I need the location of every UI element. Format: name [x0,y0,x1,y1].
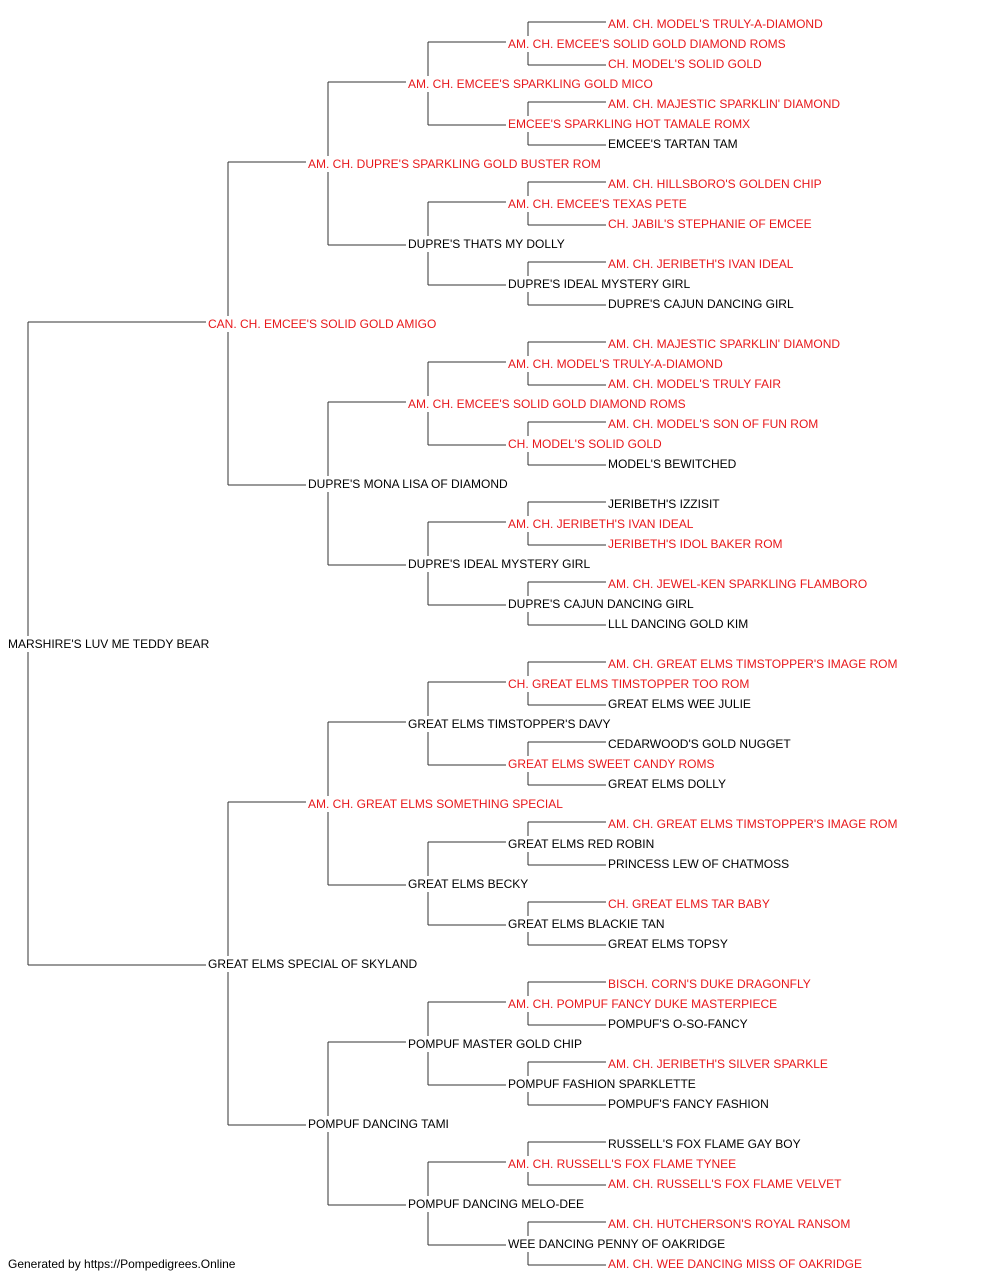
ancestor-name: GREAT ELMS BECKY [408,877,528,891]
ancestor-name: AM. CH. RUSSELL'S FOX FLAME TYNEE [508,1157,736,1171]
ancestor-name: AM. CH. MODEL'S SON OF FUN ROM [608,417,818,431]
ancestor-name: CH. GREAT ELMS TIMSTOPPER TOO ROM [508,677,749,691]
ancestor-name: AM. CH. JERIBETH'S SILVER SPARKLE [608,1057,828,1071]
ancestor-name: GREAT ELMS DOLLY [608,777,726,791]
ancestor-name: AM. CH. HUTCHERSON'S ROYAL RANSOM [608,1217,850,1231]
ancestor-name: CEDARWOOD'S GOLD NUGGET [608,737,791,751]
ancestor-name: AM. CH. EMCEE'S TEXAS PETE [508,197,687,211]
ancestor-name: CH. JABIL'S STEPHANIE OF EMCEE [608,217,812,231]
ancestor-name: AM. CH. JERIBETH'S IVAN IDEAL [508,517,694,531]
ancestor-name: RUSSELL'S FOX FLAME GAY BOY [608,1137,801,1151]
ancestor-name: JERIBETH'S IZZISIT [608,497,720,511]
ancestor-name: GREAT ELMS BLACKIE TAN [508,917,665,931]
ancestor-name: GREAT ELMS TIMSTOPPER'S DAVY [408,717,611,731]
ancestor-name: GREAT ELMS WEE JULIE [608,697,751,711]
ancestor-name: AM. CH. DUPRE'S SPARKLING GOLD BUSTER RO… [308,157,601,171]
ancestor-name: POMPUF'S FANCY FASHION [608,1097,769,1111]
ancestor-name: AM. CH. GREAT ELMS TIMSTOPPER'S IMAGE RO… [608,817,897,831]
ancestor-name: POMPUF DANCING MELO-DEE [408,1197,584,1211]
ancestor-name: GREAT ELMS SPECIAL OF SKYLAND [208,957,418,971]
ancestor-name: DUPRE'S IDEAL MYSTERY GIRL [408,557,590,571]
ancestor-name: CH. MODEL'S SOLID GOLD [508,437,662,451]
ancestor-name: AM. CH. MAJESTIC SPARKLIN' DIAMOND [608,337,840,351]
ancestor-name: AM. CH. MODEL'S TRULY FAIR [608,377,781,391]
ancestor-name: AM. CH. MAJESTIC SPARKLIN' DIAMOND [608,97,840,111]
ancestor-name: AM. CH. POMPUF FANCY DUKE MASTERPIECE [508,997,777,1011]
ancestor-name: CH. MODEL'S SOLID GOLD [608,57,762,71]
ancestor-name: AM. CH. HILLSBORO'S GOLDEN CHIP [608,177,822,191]
ancestor-name: DUPRE'S IDEAL MYSTERY GIRL [508,277,690,291]
ancestor-name: AM. CH. GREAT ELMS TIMSTOPPER'S IMAGE RO… [608,657,897,671]
ancestor-name: AM. CH. GREAT ELMS SOMETHING SPECIAL [308,797,563,811]
ancestor-name: CAN. CH. EMCEE'S SOLID GOLD AMIGO [208,317,436,331]
ancestor-name: AM. CH. JEWEL-KEN SPARKLING FLAMBORO [608,577,867,591]
ancestor-name: DUPRE'S MONA LISA OF DIAMOND [308,477,508,491]
ancestor-name: AM. CH. RUSSELL'S FOX FLAME VELVET [608,1177,842,1191]
footer-credit: Generated by https://Pompedigrees.Online [8,1257,236,1271]
ancestor-name: DUPRE'S CAJUN DANCING GIRL [508,597,694,611]
ancestor-name: AM. CH. EMCEE'S SOLID GOLD DIAMOND ROMS [408,397,686,411]
ancestor-name: BISCH. CORN'S DUKE DRAGONFLY [608,977,811,991]
ancestor-name: AM. CH. JERIBETH'S IVAN IDEAL [608,257,794,271]
ancestor-name: AM. CH. EMCEE'S SOLID GOLD DIAMOND ROMS [508,37,786,51]
ancestor-name: PRINCESS LEW OF CHATMOSS [608,857,789,871]
ancestor-name: WEE DANCING PENNY OF OAKRIDGE [508,1237,725,1251]
ancestor-name: AM. CH. WEE DANCING MISS OF OAKRIDGE [608,1257,862,1271]
subject-dog-name: MARSHIRE'S LUV ME TEDDY BEAR [8,637,210,651]
ancestor-name: AM. CH. MODEL'S TRULY-A-DIAMOND [608,17,823,31]
ancestor-name: EMCEE'S SPARKLING HOT TAMALE ROMX [508,117,750,131]
ancestor-name: GREAT ELMS SWEET CANDY ROMS [508,757,714,771]
ancestor-name: LLL DANCING GOLD KIM [608,617,748,631]
ancestor-name: AM. CH. EMCEE'S SPARKLING GOLD MICO [408,77,653,91]
ancestor-name: POMPUF DANCING TAMI [308,1117,449,1131]
ancestor-name: JERIBETH'S IDOL BAKER ROM [608,537,783,551]
ancestor-name: POMPUF MASTER GOLD CHIP [408,1037,582,1051]
ancestor-name: AM. CH. MODEL'S TRULY-A-DIAMOND [508,357,723,371]
ancestor-name: GREAT ELMS TOPSY [608,937,728,951]
ancestor-name: POMPUF'S O-SO-FANCY [608,1017,748,1031]
ancestor-name: DUPRE'S THATS MY DOLLY [408,237,565,251]
ancestor-name: MODEL'S BEWITCHED [608,457,737,471]
ancestor-name: EMCEE'S TARTAN TAM [608,137,738,151]
ancestor-name: CH. GREAT ELMS TAR BABY [608,897,770,911]
ancestor-name: DUPRE'S CAJUN DANCING GIRL [608,297,794,311]
ancestor-name: GREAT ELMS RED ROBIN [508,837,654,851]
ancestor-name: POMPUF FASHION SPARKLETTE [508,1077,696,1091]
